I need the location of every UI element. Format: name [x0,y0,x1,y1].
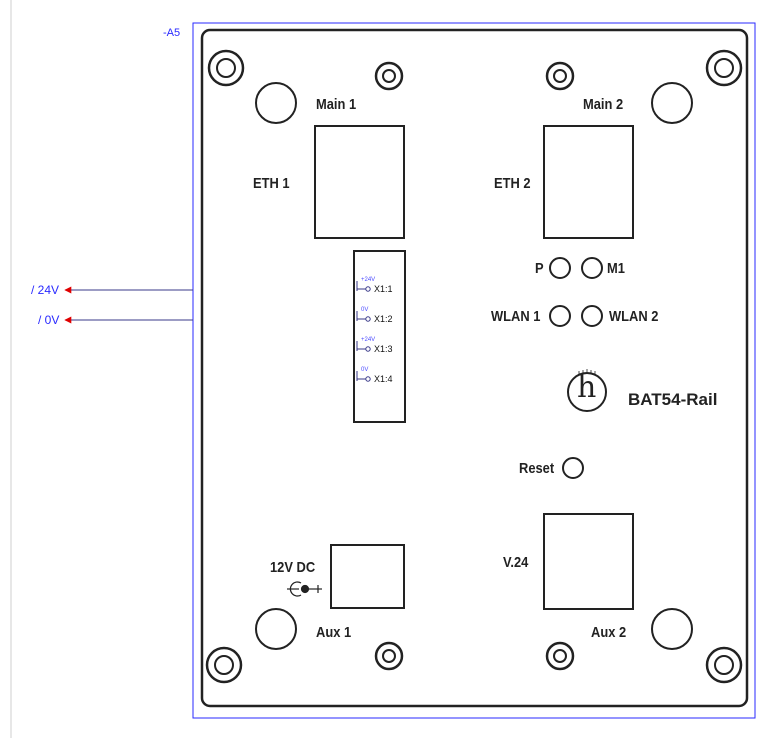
eth2-port [543,125,634,239]
terminal-signal-3: +24V [361,337,376,343]
label-main2: Main 2 [583,96,624,113]
device-frame [192,22,756,719]
antenna-aux2 [651,608,693,650]
model-name: BAT54-Rail [628,390,718,409]
led-wlan2 [581,305,603,327]
label-led-p: P [535,260,544,277]
led-m1 [581,257,603,279]
screw-bottom-inner-left [374,641,404,671]
screw-bottom-inner-right [545,641,575,671]
terminal-signal-2: 0V [361,307,369,313]
label-led-m1: M1 [607,260,625,277]
led-p [549,257,571,279]
label-aux1: Aux 1 [316,624,352,641]
v24-port [543,513,634,610]
antenna-main1 [255,82,297,124]
label-led-wlan1: WLAN 1 [491,308,541,325]
wire-label-0v: / 0V [38,313,60,327]
mount-screw-top-left [207,49,245,87]
wire-label-24v: / 24V [31,283,60,297]
label-eth1: ETH 1 [253,175,290,192]
label-v24: V.24 [503,554,529,571]
led-wlan1 [549,305,571,327]
screw-top-inner-right [545,61,575,91]
terminal-pin-3: X1:3 [374,344,393,354]
mount-screw-top-right [705,49,743,87]
dc-power-socket [330,544,405,609]
label-led-wlan2: WLAN 2 [609,308,659,325]
mount-screw-bottom-right [705,646,743,684]
screw-top-inner-left [374,61,404,91]
terminal-pin-2: X1:2 [374,314,393,324]
dc-polarity-icon [287,581,322,597]
device-plate [200,28,749,708]
hirschmann-logo-icon [567,369,607,412]
terminal-block [353,250,406,423]
label-main1: Main 1 [316,96,357,113]
terminal-signal-4: 0V [361,367,369,373]
mount-screw-bottom-left [205,646,243,684]
device-reference: -A5 [163,27,181,39]
reset-button-shape [562,457,584,479]
label-12v-dc: 12V DC [270,559,316,576]
antenna-aux1 [255,608,297,650]
terminal-pin-4: X1:4 [374,374,393,384]
eth1-port [314,125,405,239]
label-reset: Reset [519,460,555,477]
terminal-wiring [356,281,371,382]
terminal-signal-1: +24V [361,277,376,283]
label-eth2: ETH 2 [494,175,531,192]
terminal-pin-1: X1:1 [374,284,393,294]
logo-glyph: h [577,370,597,405]
antenna-main2 [651,82,693,124]
label-aux2: Aux 2 [591,624,627,641]
